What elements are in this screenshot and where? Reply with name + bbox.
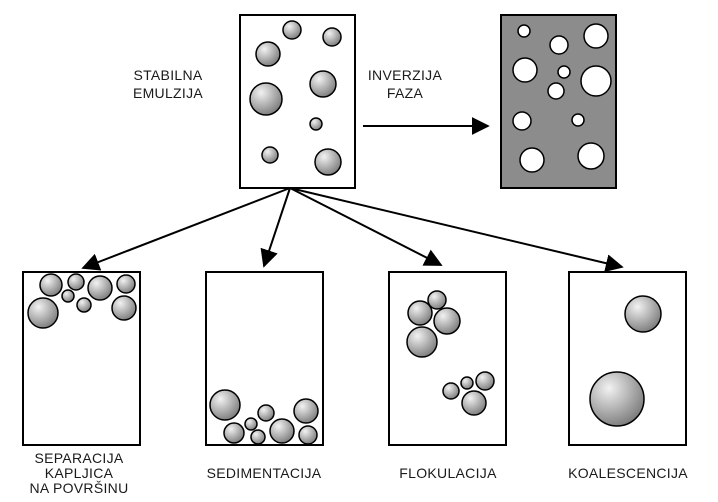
- white-droplet: [518, 25, 530, 37]
- droplet: [258, 405, 274, 421]
- droplet: [323, 28, 341, 46]
- phase-inversion-label-line2: FAZA: [387, 85, 424, 101]
- droplet: [210, 390, 240, 420]
- droplet: [590, 372, 644, 426]
- droplet: [40, 274, 62, 296]
- stable-emulsion-panel: [240, 15, 355, 188]
- phase-inversion-label-line1: INVERZIJA: [368, 67, 443, 83]
- sedimentation-panel: [206, 272, 323, 445]
- separation-panel: [23, 272, 140, 445]
- white-droplet: [513, 58, 537, 82]
- droplet: [262, 147, 278, 163]
- droplet: [299, 426, 317, 444]
- droplet: [408, 301, 432, 325]
- droplet: [462, 391, 486, 415]
- sedimentation-label: SEDIMENTACIJA: [207, 465, 322, 481]
- droplet: [112, 296, 136, 320]
- white-droplet: [513, 112, 531, 130]
- droplet: [625, 296, 661, 332]
- droplet: [117, 275, 135, 293]
- arrow-to-sedimentation: [264, 188, 290, 266]
- droplet: [434, 308, 460, 334]
- droplet: [294, 399, 318, 423]
- droplet: [476, 372, 494, 390]
- flocculation-box: [389, 272, 506, 445]
- droplet: [245, 418, 257, 430]
- droplet: [310, 71, 336, 97]
- separation-label-line3: NA POVRŠINU: [30, 480, 129, 496]
- droplet: [428, 291, 446, 309]
- droplet: [407, 327, 437, 357]
- arrow-to-separation: [83, 188, 290, 268]
- droplet: [310, 118, 322, 130]
- branch-arrows: [83, 188, 622, 268]
- stable-emulsion-label-line1: STABILNA: [133, 67, 202, 83]
- white-droplet: [558, 66, 570, 78]
- separation-label-line2: KAPLJICA: [45, 465, 114, 481]
- white-droplet: [550, 36, 568, 54]
- droplet: [77, 298, 91, 312]
- flocculation-label: FLOKULACIJA: [399, 465, 497, 481]
- droplet: [461, 377, 473, 389]
- white-droplet: [584, 24, 608, 48]
- flocculation-panel: [389, 272, 506, 445]
- separation-label-line1: SEPARACIJA: [34, 450, 123, 466]
- white-droplet: [578, 143, 604, 169]
- droplet: [28, 298, 58, 328]
- droplet: [250, 83, 282, 115]
- droplet: [62, 290, 74, 302]
- phase-inversion-panel: [501, 15, 616, 188]
- droplet: [270, 419, 294, 443]
- droplet: [224, 423, 244, 443]
- droplet: [443, 383, 459, 399]
- droplet: [283, 21, 301, 39]
- coalescence-label: KOALESCENCIJA: [568, 465, 688, 481]
- droplet: [88, 276, 112, 300]
- droplet: [68, 274, 84, 290]
- arrow-to-flocculation: [290, 188, 441, 265]
- coalescence-panel: [569, 272, 686, 445]
- arrow-to-coalescence: [290, 188, 622, 267]
- white-droplet: [572, 114, 584, 126]
- stable-emulsion-label-line2: EMULZIJA: [133, 85, 203, 101]
- droplet: [251, 430, 265, 444]
- droplet: [315, 149, 341, 175]
- white-droplet: [520, 148, 544, 172]
- white-droplet: [548, 83, 564, 99]
- white-droplet: [581, 66, 611, 96]
- droplet: [256, 42, 280, 66]
